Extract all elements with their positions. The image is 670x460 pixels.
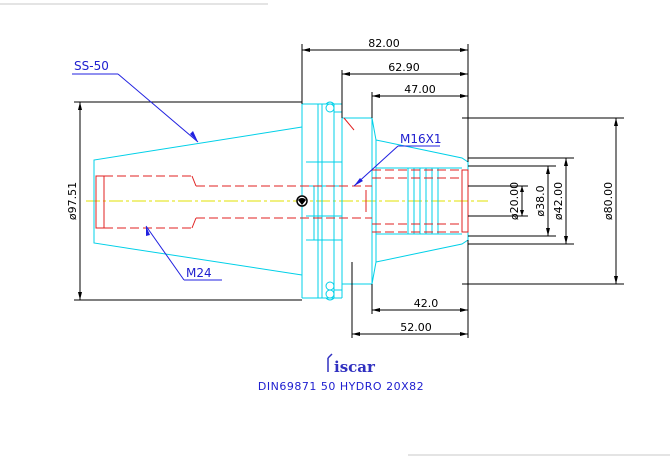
hidden-lines [95,117,469,233]
dim-dia-38: ø38.0 [534,185,547,216]
dim-overall-length: 82.00 [368,37,400,50]
drawing-title: DIN69871 50 HYDRO 20X82 [258,380,424,393]
dim-body-diameter: ø80.00 [602,182,615,220]
holder-outline [93,101,469,301]
dim-length-2: 62.90 [388,61,420,74]
taper-label: SS-50 [74,59,109,73]
dim-bore-depth: 42.0 [414,297,439,310]
dim-length-3: 47.00 [404,83,436,96]
screw-thread-label: M16X1 [400,132,441,146]
logo: iscar [327,353,376,376]
annotation-leaders [72,73,440,281]
sheet-border [0,3,670,456]
rear-thread-label: M24 [186,266,212,280]
dimension-lines [74,44,624,338]
dim-dia-42: ø42.00 [552,182,565,220]
dim-bore-diameter: ø20.00 [508,182,521,220]
logo-text: iscar [334,358,376,376]
dim-length-4: 52.00 [400,321,432,334]
dim-flange-diameter: ø97.51 [66,182,79,220]
